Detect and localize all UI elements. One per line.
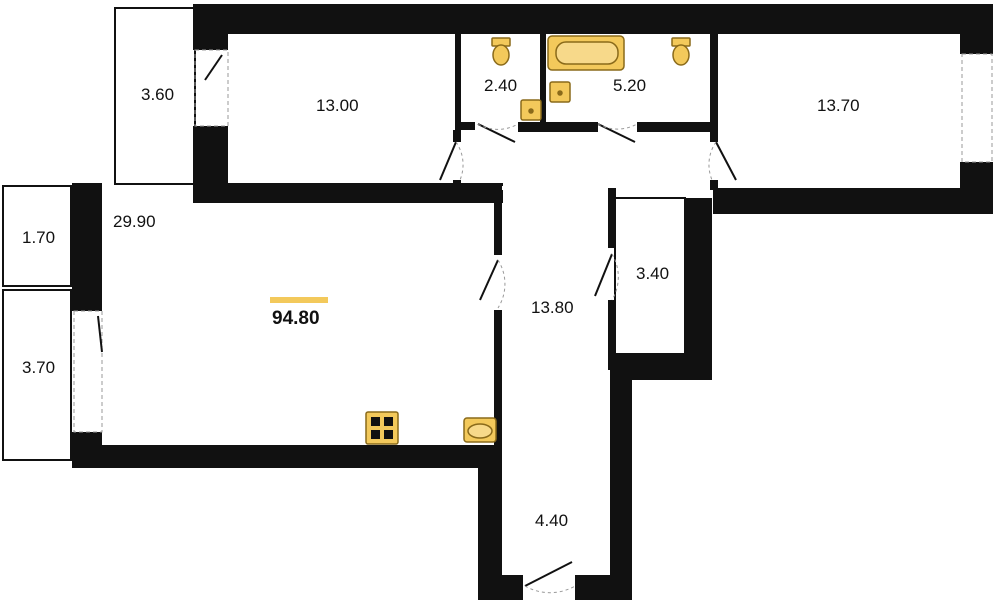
window-top-balcony [194,49,229,127]
fixtures [365,35,691,445]
door-entrance [524,561,573,587]
door-balcony-top [204,54,223,81]
label-closet: 3.40 [636,264,670,283]
toilet-icon [491,37,511,66]
storage-outline [2,185,72,287]
label-storage: 1.70 [22,228,56,247]
door-bedroom-right [715,141,737,181]
balcony-left-outline [2,289,72,461]
label-balcony-left: 3.70 [22,358,56,377]
door-bedroom-left [439,141,457,181]
label-toilet: 2.40 [484,76,518,95]
label-hallway: 4.40 [535,511,569,530]
doors [97,54,737,594]
sink-icon-2 [520,99,542,121]
walls [72,4,993,600]
window-left [73,310,103,433]
label-total-area: 94.80 [272,308,320,329]
total-area-bar [270,297,328,303]
label-bathroom: 5.20 [613,76,647,95]
door-living [479,259,499,301]
door-balcony-left [97,315,103,353]
stove-icon [365,411,399,445]
label-living-kitchen: 29.90 [113,212,156,231]
toilet-icon-2 [671,37,691,66]
sink-icon [549,81,571,103]
label-corridor: 13.80 [531,298,574,317]
bathtub-icon [547,35,625,71]
label-bedroom-left: 13.00 [316,96,359,115]
balcony-outlines [2,7,686,461]
windows [73,49,993,433]
label-balcony-top: 3.60 [141,85,175,104]
kitchen-sink-icon [463,417,497,443]
door-closet [594,253,613,297]
label-bedroom-right: 13.70 [817,96,860,115]
window-right [961,53,993,163]
